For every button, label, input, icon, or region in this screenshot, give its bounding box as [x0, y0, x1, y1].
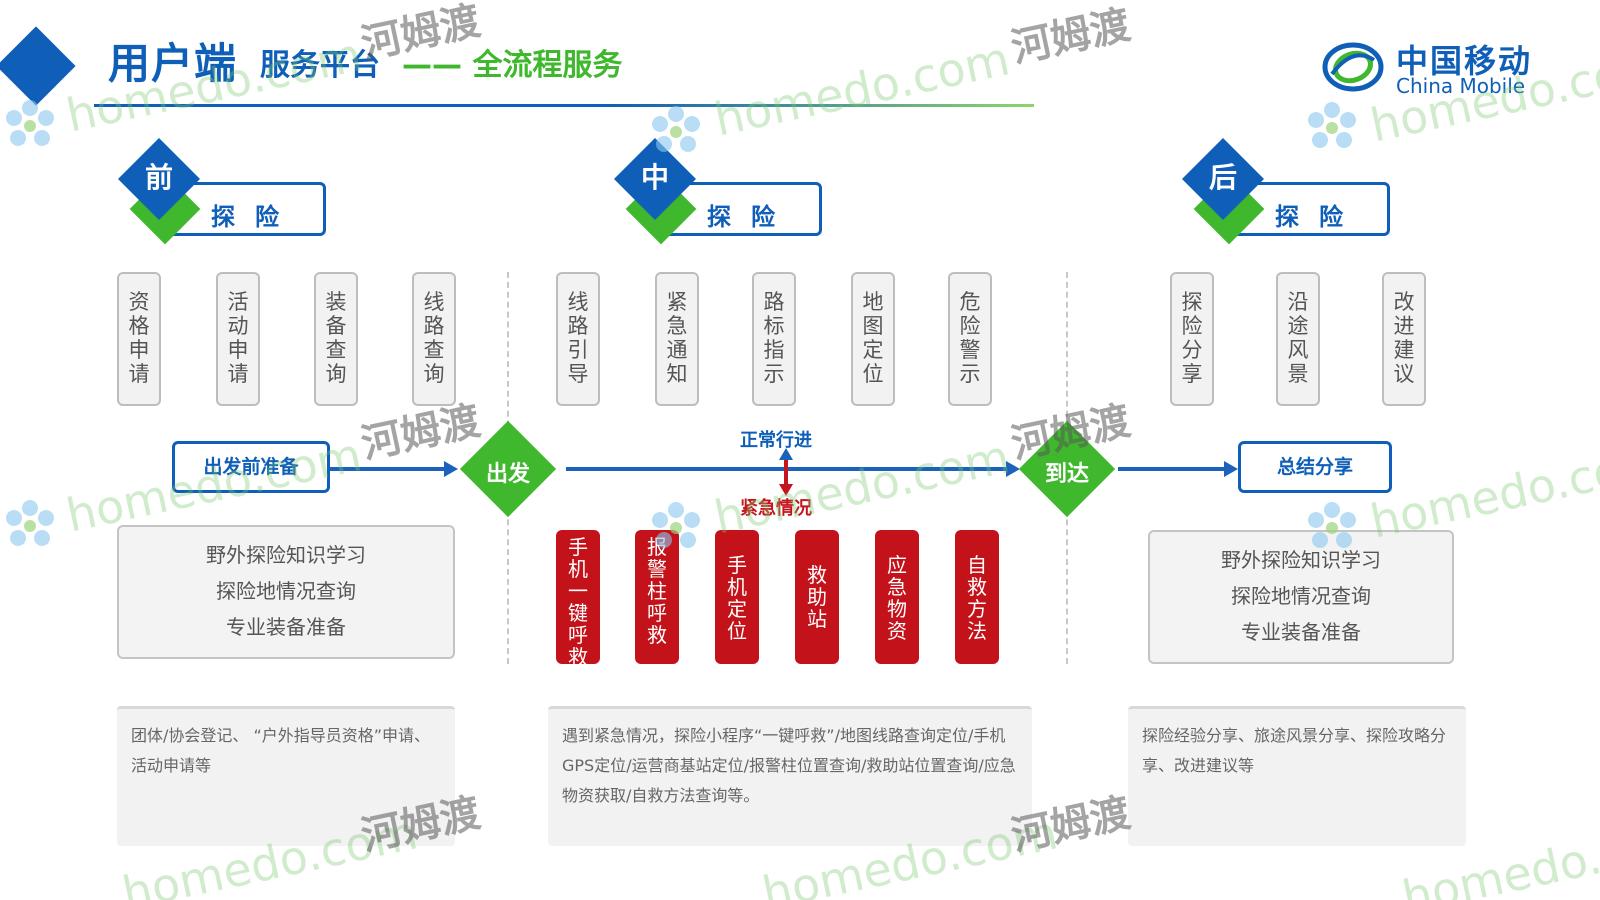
emergency-connector: [784, 460, 788, 486]
before-info-box: 野外探险知识学习 探险地情况查询 专业装备准备: [117, 525, 455, 659]
emergency-alarm-pillar: 报警柱呼救: [635, 530, 679, 664]
tag-signpost: 路标指示: [752, 272, 796, 406]
tag-route-query: 线路查询: [412, 272, 456, 406]
after-description: 探险经验分享、旅途风景分享、探险攻略分享、改进建议等: [1128, 706, 1466, 846]
emergency-self-rescue: 自救方法: [955, 530, 999, 664]
arrive-label: 到达: [1044, 462, 1089, 487]
info-line: 探险地情况查询: [1231, 584, 1371, 608]
prep-box: 出发前准备: [172, 441, 330, 493]
flow-arrow-3: [1224, 461, 1238, 477]
tag-qualification-apply: 资格申请: [117, 272, 161, 406]
watermark-flower-icon: [6, 500, 54, 546]
watermark-cn: 河姆渡: [1007, 1, 1135, 72]
tag-suggestions: 改进建议: [1382, 272, 1426, 406]
watermark-flower-icon: [6, 100, 54, 146]
tag-emergency-notice: 紧急通知: [655, 272, 699, 406]
phase-badge: 前: [144, 161, 173, 194]
arrow-up-icon: [779, 448, 793, 460]
title-underline: [94, 104, 1034, 107]
corner-diamond-blue: [0, 26, 76, 106]
phase-label: 探险: [707, 203, 795, 231]
phase-before: 探险 前: [117, 137, 338, 245]
info-line: 探险地情况查询: [216, 579, 356, 603]
before-description: 团体/协会登记、 “户外指导员资格”申请、活动申请等: [117, 706, 455, 846]
tag-route-guide: 线路引导: [556, 272, 600, 406]
tag-danger-warning: 危险警示: [948, 272, 992, 406]
tag-activity-apply: 活动申请: [216, 272, 260, 406]
phase-badge: 中: [640, 161, 669, 194]
summary-box: 总结分享: [1238, 441, 1392, 493]
info-line: 专业装备准备: [226, 615, 346, 639]
phase-badge: 后: [1208, 161, 1237, 194]
flow-line-3: [1118, 467, 1226, 471]
phase-label: 探险: [1275, 203, 1363, 231]
emergency-one-key-call: 手机一键呼救: [556, 530, 600, 668]
depart-label: 出发: [485, 462, 530, 487]
tag-equipment-query: 装备查询: [314, 272, 358, 406]
watermark-en: homedo.com: [709, 31, 1015, 147]
tag-scenery: 沿途风景: [1276, 272, 1320, 406]
normal-progress-label: 正常行进: [740, 430, 812, 451]
after-info-box: 野外探险知识学习 探险地情况查询 专业装备准备: [1148, 530, 1454, 664]
flow-line-1: [330, 467, 444, 471]
emergency-phone-location: 手机定位: [715, 530, 759, 664]
info-line: 野外探险知识学习: [206, 543, 366, 567]
phase-during: 探险 中: [613, 137, 834, 245]
page-subtitle-dash: —— 全流程服务: [402, 48, 623, 83]
info-line: 专业装备准备: [1241, 620, 1361, 644]
during-description: 遇到紧急情况，探险小程序“一键呼救”/地图线路查询定位/手机GPS定位/运营商基…: [548, 706, 1032, 846]
arrow-down-icon: [779, 484, 793, 496]
phase-label: 探险: [211, 203, 299, 231]
page-title: 用户端: [108, 39, 238, 88]
china-mobile-logo-icon: [1322, 42, 1384, 92]
china-mobile-logo: 中国移动 China Mobile: [1322, 34, 1542, 98]
logo-text-en: China Mobile: [1396, 74, 1526, 98]
emergency-label: 紧急情况: [740, 498, 812, 519]
page-subtitle: 服务平台: [260, 48, 380, 83]
tag-adventure-share: 探险分享: [1170, 272, 1214, 406]
flow-arrow-2: [1006, 461, 1020, 477]
emergency-rescue-station: 救助站: [795, 530, 839, 664]
tag-map-location: 地图定位: [851, 272, 895, 406]
flow-arrow-1: [444, 461, 458, 477]
info-line: 野外探险知识学习: [1221, 548, 1381, 572]
logo-text-cn: 中国移动: [1396, 42, 1533, 80]
phase-after: 探险 后: [1181, 137, 1402, 245]
emergency-supplies: 应急物资: [875, 530, 919, 664]
